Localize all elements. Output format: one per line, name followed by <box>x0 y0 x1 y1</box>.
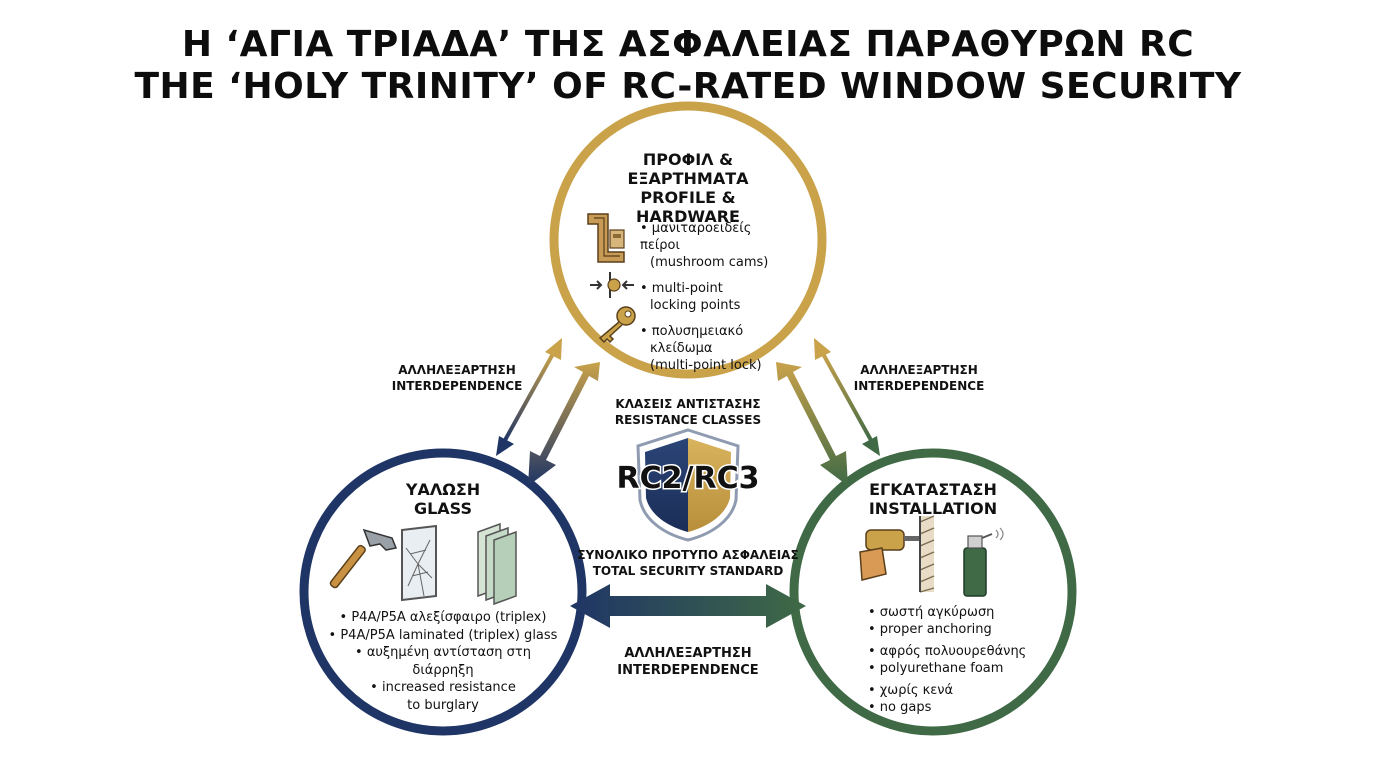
list-item: to burglary <box>407 697 479 713</box>
interdependence-english: INTERDEPENDENCE <box>391 379 523 393</box>
glass-title-english: GLASS <box>413 499 473 518</box>
list-item: • P4A/P5A αλεξίσφαιρο (triplex) <box>339 610 547 625</box>
hammer-icon <box>329 528 398 589</box>
profile-title: ΠΡΟΦΙΛ & ΕΞΑΡΤΗΜΑΤΑ PROFILE & HARDWARE <box>588 150 788 226</box>
title-english: THE ‘HOLY TRINITY’ OF RC-RATED WINDOW SE… <box>134 66 1242 107</box>
list-item-text: • μανιταροειδείς πείροι <box>640 221 752 253</box>
thin-arrow-left <box>496 338 562 456</box>
thick-arrow-right <box>776 362 848 486</box>
list-item: • πολυσημειακό κλείδωμα (multi-point loc… <box>640 323 790 374</box>
standard-greek: ΣΥΝΟΛΙΚΟ ΠΡΟΤΥΠΟ ΑΣΦΑΛΕΙΑΣ <box>577 548 799 562</box>
list-item-text: locking points <box>650 298 741 313</box>
list-item: • increased resistance <box>370 680 516 695</box>
list-item: • proper anchoring <box>868 622 992 637</box>
interdependence-label-bottom: ΑΛΛΗΛΕΞΑΡΤΗΣΗ INTERDEPENDENCE <box>598 645 778 679</box>
resistance-classes-english: RESISTANCE CLASSES <box>614 413 762 427</box>
foam-can-icon <box>963 527 1004 597</box>
key-icon <box>598 306 636 344</box>
title-greek: Η ‘ΑΓΙΑ ΤΡΙΑΔΑ’ ΤΗΣ ΑΣΦΑΛΕΙΑΣ ΠΑΡΑΘΥΡΩΝ … <box>181 24 1195 65</box>
interdependence-english: INTERDEPENDENCE <box>853 379 985 393</box>
list-item: • no gaps <box>868 700 932 715</box>
interdependence-english: INTERDEPENDENCE <box>617 663 759 678</box>
profile-title-english: PROFILE & HARDWARE <box>636 188 740 226</box>
profile-title-greek-2: ΕΞΑΡΤΗΜΑΤΑ <box>627 169 749 188</box>
list-item: • P4A/P5A laminated (triplex) glass <box>328 627 558 643</box>
window-profile-icon <box>587 213 625 263</box>
total-security-standard-label: ΣΥΝΟΛΙΚΟ ΠΡΟΤΥΠΟ ΑΣΦΑΛΕΙΑΣ TOTAL SECURIT… <box>573 547 803 579</box>
list-item-text: κλείδωμα <box>650 341 713 356</box>
interdependence-label-right: ΑΛΛΗΛΕΞΑΡΤΗΣΗ INTERDEPENDENCE <box>844 362 994 394</box>
list-item-text: (multi-point lock) <box>650 358 762 373</box>
installation-list: • σωστή αγκύρωση • proper anchoring • αφ… <box>868 604 1048 716</box>
list-item-text: • multi-point <box>640 281 723 296</box>
interdependence-label-left: ΑΛΛΗΛΕΞΑΡΤΗΣΗ INTERDEPENDENCE <box>382 362 532 394</box>
list-item: • μανιταροειδείς πείροι (mushroom cams) <box>640 220 790 271</box>
resistance-classes-label: ΚΛΑΣΕΙΣ ΑΝΤΙΣΤΑΣΗΣ RESISTANCE CLASSES <box>598 396 778 428</box>
glass-circle <box>299 448 587 736</box>
profile-circle <box>549 101 827 379</box>
list-item: • αυξημένη αντίσταση στη <box>355 645 531 660</box>
standard-english: TOTAL SECURITY STANDARD <box>592 564 784 578</box>
list-item-text: • πολυσημειακό <box>640 324 744 339</box>
locking-point-icon <box>590 272 634 298</box>
glass-title-greek: ΥΑΛΩΣΗ <box>405 480 481 499</box>
laminated-glass-icon <box>477 522 517 606</box>
thin-arrow-right <box>814 338 880 456</box>
interdependence-greek: ΑΛΛΗΛΕΞΑΡΤΗΣΗ <box>624 646 752 661</box>
interdependence-greek: ΑΛΛΗΛΕΞΑΡΤΗΣΗ <box>398 363 516 377</box>
thick-arrow-left <box>528 362 600 486</box>
installation-title-english: INSTALLATION <box>868 499 998 518</box>
list-item: • polyurethane foam <box>868 661 1004 676</box>
glass-title: ΥΑΛΩΣΗ GLASS <box>363 480 523 518</box>
shield-badge <box>636 428 740 542</box>
list-item-text: (mushroom cams) <box>650 255 769 270</box>
list-item: • multi-point locking points <box>640 280 790 314</box>
list-item: διάρρηξη <box>412 662 474 678</box>
profile-list: • μανιταροειδείς πείροι (mushroom cams) … <box>640 220 790 378</box>
installation-title-greek: ΕΓΚΑΤΑΣΤΑΣΗ <box>869 480 997 499</box>
list-item: • σωστή αγκύρωση <box>868 605 995 620</box>
drill-icon <box>859 529 922 581</box>
thick-arrow-bottom <box>570 584 806 628</box>
shield-rating-text: RC2/RC3 <box>615 460 761 498</box>
resistance-classes-greek: ΚΛΑΣΕΙΣ ΑΝΤΙΣΤΑΣΗΣ <box>615 397 761 411</box>
broken-glass-icon <box>401 524 437 602</box>
wall-icon <box>919 515 935 593</box>
installation-title: ΕΓΚΑΤΑΣΤΑΣΗ INSTALLATION <box>843 480 1023 518</box>
profile-title-greek-1: ΠΡΟΦΙΛ & <box>642 150 734 169</box>
glass-list: • P4A/P5A αλεξίσφαιρο (triplex) • P4A/P5… <box>323 609 563 714</box>
list-item: • χωρίς κενά <box>868 683 954 698</box>
interdependence-greek: ΑΛΛΗΛΕΞΑΡΤΗΣΗ <box>860 363 978 377</box>
list-item: • αφρός πολυουρεθάνης <box>868 644 1027 659</box>
